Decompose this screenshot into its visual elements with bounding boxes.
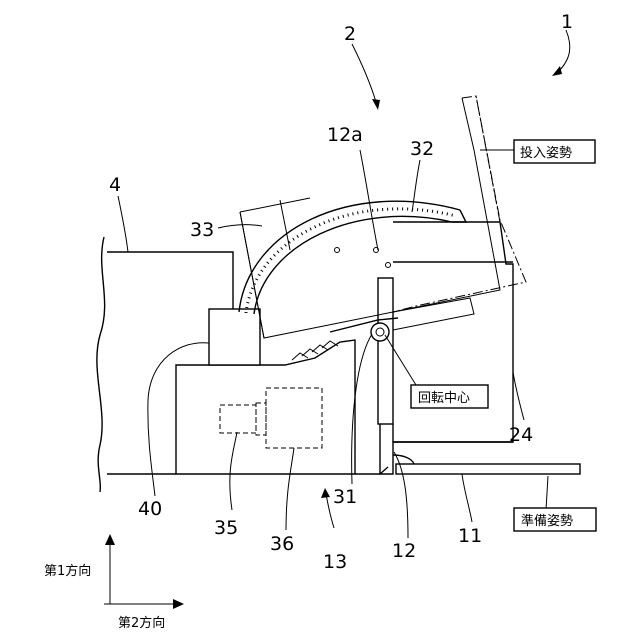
fins bbox=[292, 341, 338, 360]
label-36: 36 bbox=[270, 533, 294, 555]
label-4: 4 bbox=[109, 174, 121, 196]
callout-ready-posture: 準備姿勢 bbox=[514, 508, 596, 531]
svg-text:投入姿勢: 投入姿勢 bbox=[520, 145, 572, 161]
label-31: 31 bbox=[333, 486, 357, 508]
label-35: 35 bbox=[214, 517, 238, 539]
arrow-right-icon bbox=[173, 599, 184, 609]
platform-11 bbox=[393, 455, 580, 474]
callout-loading-posture: 投入姿勢 bbox=[514, 140, 595, 163]
svg-text:回転中心: 回転中心 bbox=[418, 391, 470, 406]
label-40: 40 bbox=[138, 498, 162, 520]
box-40 bbox=[209, 309, 260, 365]
label-24: 24 bbox=[509, 424, 533, 446]
component-35 bbox=[220, 403, 266, 435]
svg-text:準備姿勢: 準備姿勢 bbox=[521, 513, 573, 529]
arc-cover-32-33 bbox=[239, 201, 466, 314]
pivot-31 bbox=[371, 323, 389, 341]
label-11: 11 bbox=[458, 525, 482, 547]
hopper-24-ready bbox=[393, 222, 513, 442]
label-12: 12 bbox=[392, 540, 416, 562]
post-12 bbox=[378, 278, 513, 474]
label-1: 1 bbox=[561, 11, 573, 33]
axis-second-direction: 第2方向 bbox=[118, 615, 165, 631]
base-unit-13 bbox=[176, 340, 380, 474]
axis-first-direction: 第1方向 bbox=[44, 563, 91, 579]
label-33: 33 bbox=[190, 219, 214, 241]
label-12a: 12a bbox=[327, 124, 363, 146]
direction-axes: 第1方向 第2方向 bbox=[44, 534, 184, 631]
component-36 bbox=[266, 388, 322, 448]
leader-lines bbox=[118, 30, 570, 538]
arrow-up-icon bbox=[105, 534, 115, 545]
label-13: 13 bbox=[323, 551, 347, 573]
label-32: 32 bbox=[410, 138, 434, 160]
label-2: 2 bbox=[344, 23, 356, 45]
callout-rotation-center: 回転中心 bbox=[411, 385, 488, 408]
